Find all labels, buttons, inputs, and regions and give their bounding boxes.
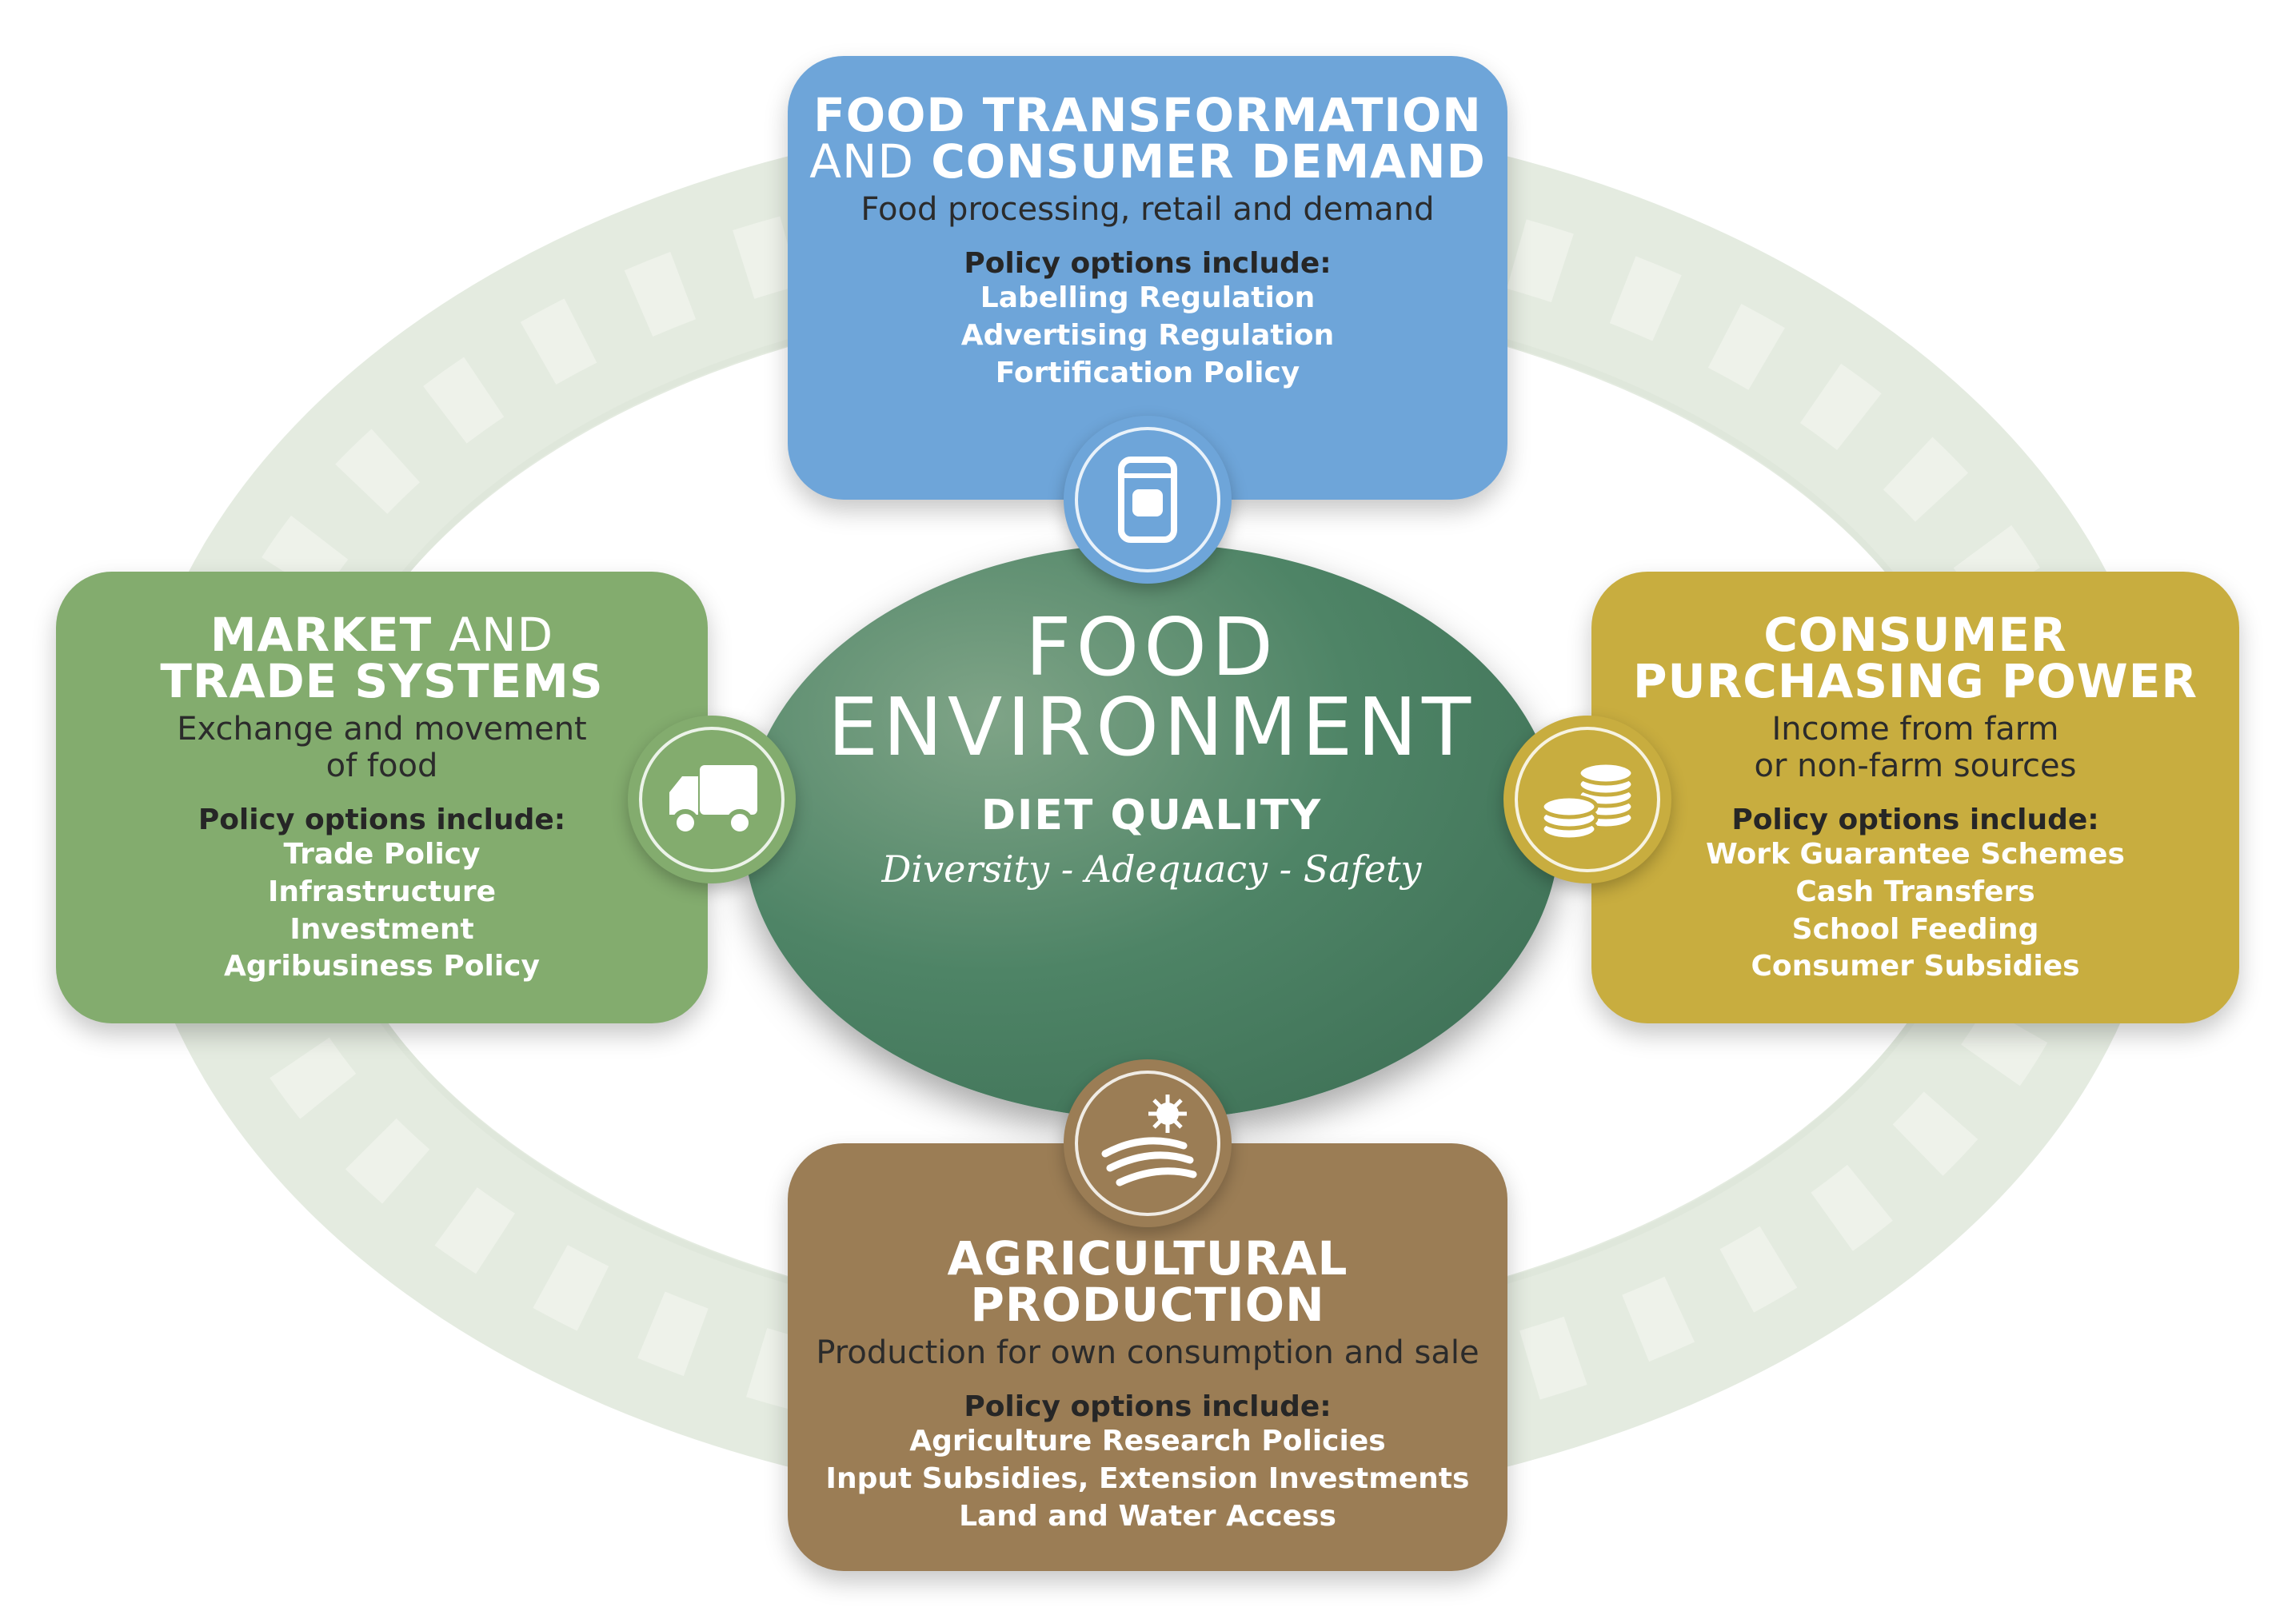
policy-heading: Policy options include: <box>964 247 1332 280</box>
policy-option: Trade Policy <box>283 838 481 871</box>
box-title: MARKET AND TRADE SYSTEMS <box>160 608 604 708</box>
box-subtitle: Income from farm or non-farm sources <box>1754 711 2077 784</box>
policy-heading: Policy options include: <box>1731 804 2099 836</box>
coins-icon <box>1503 716 1671 883</box>
policy-option: Infrastructure <box>267 875 497 908</box>
box-subtitle: Exchange and movement of food <box>177 711 587 784</box>
center-title-line1: FOOD <box>1025 600 1278 694</box>
canned-food-icon <box>1064 416 1232 584</box>
policy-option: Work Guarantee Schemes <box>1706 838 2125 871</box>
policy-option: Labelling Regulation <box>980 281 1316 314</box>
center-title-line2: ENVIRONMENT <box>827 680 1476 774</box>
box-subtitle: Food processing, retail and demand <box>861 191 1435 228</box>
diet-quality-attributes: Diversity - Adequacy - Safety <box>881 847 1422 891</box>
box-title: CONSUMER PURCHASING POWER <box>1632 608 2198 708</box>
policy-option: Land and Water Access <box>959 1499 1336 1533</box>
food-transformation-box: FOOD TRANSFORMATION AND CONSUMER DEMAND … <box>788 56 1507 500</box>
truck-icon <box>628 716 796 883</box>
policy-option: Cash Transfers <box>1795 875 2035 908</box>
policy-option: Advertising Regulation <box>960 318 1335 352</box>
policy-heading: Policy options include: <box>964 1390 1332 1423</box>
policy-option: School Feeding <box>1791 912 2039 946</box>
consumer-purchasing-box: CONSUMER PURCHASING POWER Income from fa… <box>1591 572 2239 1023</box>
policy-option: Investment <box>289 912 474 946</box>
food-environment-ellipse: FOOD ENVIRONMENT DIET QUALITY Diversity … <box>744 544 1559 1119</box>
policy-option: Consumer Subsidies <box>1751 950 2080 983</box>
policy-option: Fortification Policy <box>995 356 1300 389</box>
box-subtitle: Production for own consumption and sale <box>816 1334 1479 1371</box>
policy-option: Agriculture Research Policies <box>909 1425 1386 1458</box>
sun-field-icon <box>1064 1059 1232 1227</box>
market-trade-box: MARKET AND TRADE SYSTEMS Exchange and mo… <box>56 572 708 1023</box>
policy-option: Agribusiness Policy <box>224 950 540 983</box>
box-title: AGRICULTURAL PRODUCTION <box>947 1231 1348 1332</box>
box-title: FOOD TRANSFORMATION AND CONSUMER DEMAND <box>809 88 1486 189</box>
agricultural-production-box: AGRICULTURAL PRODUCTION Production for o… <box>788 1143 1507 1571</box>
diet-quality-heading: DIET QUALITY <box>980 792 1323 839</box>
center-title: FOOD ENVIRONMENT <box>744 608 1559 768</box>
policy-option: Input Subsidies, Extension Investments <box>825 1461 1470 1495</box>
policy-heading: Policy options include: <box>198 804 566 836</box>
